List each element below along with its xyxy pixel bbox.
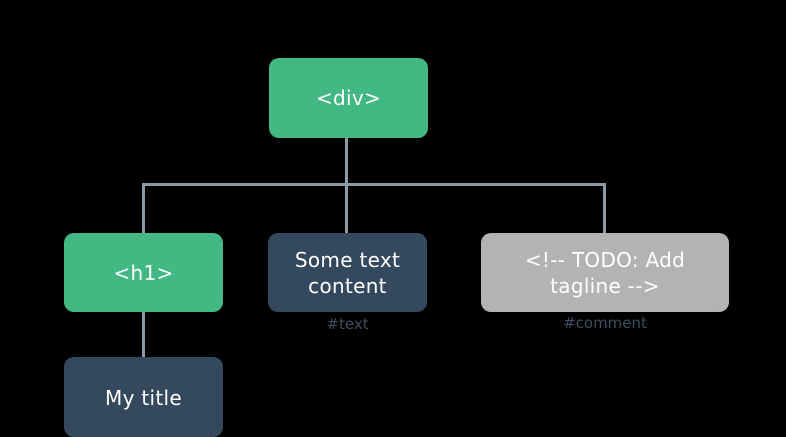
node-text: Some text content	[268, 233, 427, 312]
connector-to-comment	[603, 183, 606, 234]
node-my-title-label: My title	[105, 386, 182, 410]
node-text-label: Some text content	[294, 247, 401, 298]
connector-h1-to-title	[142, 311, 145, 358]
connector-to-text	[345, 183, 348, 234]
node-my-title: My title	[64, 357, 223, 437]
node-h1-label: <h1>	[113, 260, 174, 285]
connector-to-h1	[142, 183, 145, 234]
connector-horizontal-bar	[142, 183, 606, 186]
caption-comment: #comment	[563, 314, 647, 332]
caption-text: #text	[326, 315, 369, 333]
node-div: <div>	[269, 58, 428, 138]
dom-tree-diagram: <div> <h1> Some text content <!-- TODO: …	[64, 58, 729, 437]
node-div-label: <div>	[315, 86, 382, 110]
connector-root-down	[345, 137, 348, 185]
node-comment: <!-- TODO: Add tagline -->	[481, 233, 729, 312]
node-h1: <h1>	[64, 233, 223, 312]
node-comment-label: <!-- TODO: Add tagline -->	[524, 247, 686, 298]
